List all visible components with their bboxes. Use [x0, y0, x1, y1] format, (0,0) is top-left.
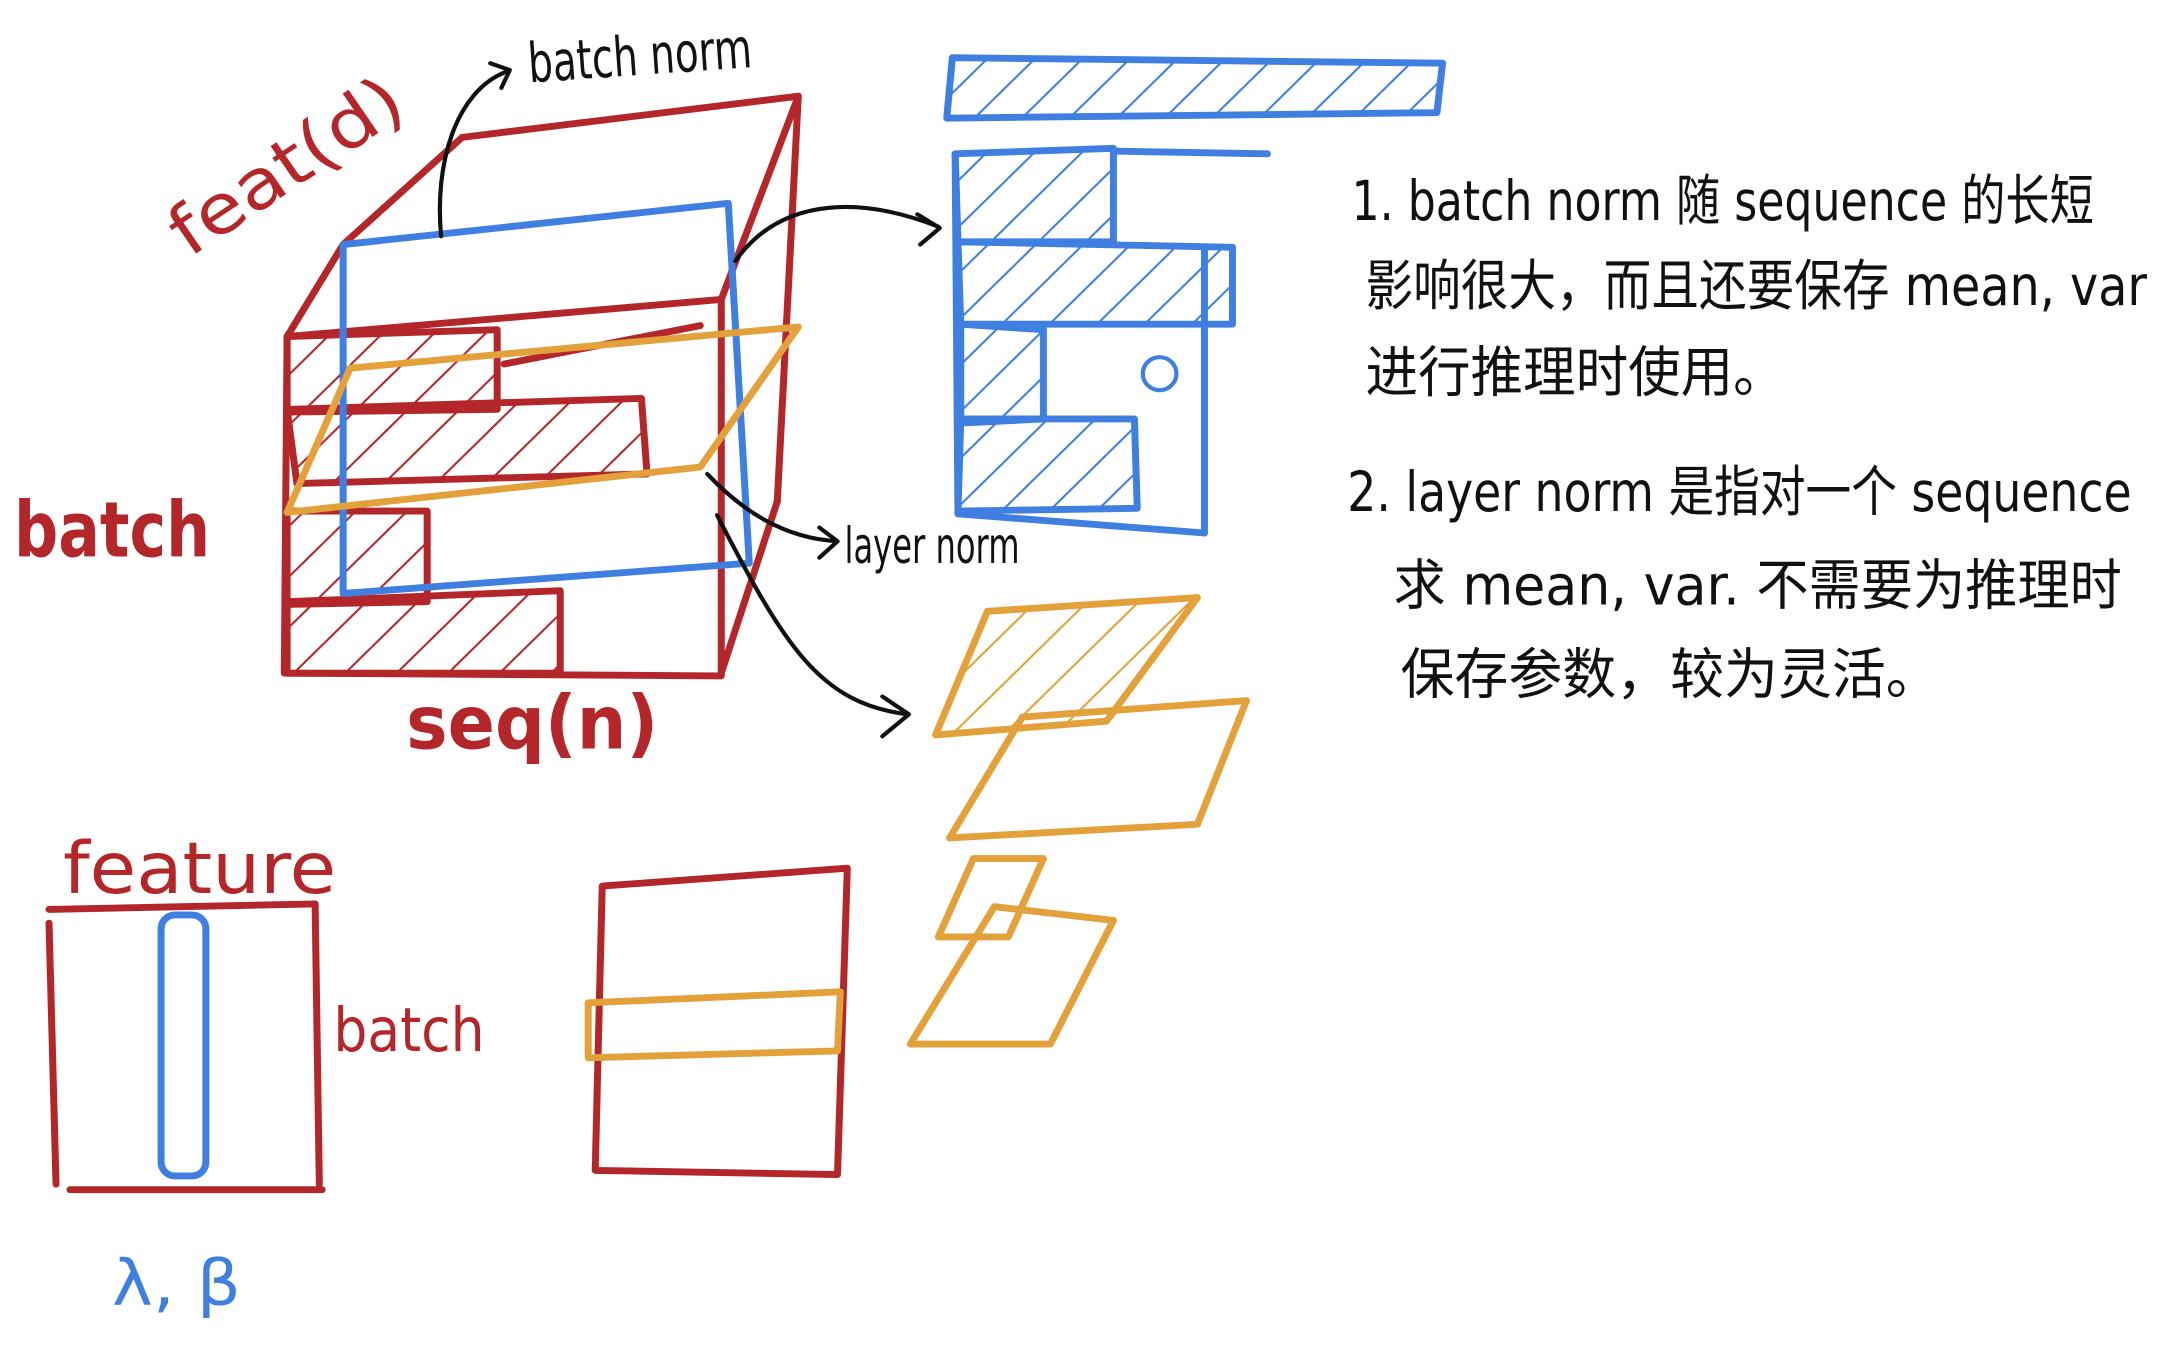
batch-axis-label: batch: [14, 486, 210, 575]
to-layer-norm-view-arrowhead-icon: [880, 694, 912, 739]
layer-norm-row: [584, 988, 844, 1062]
batch-norm-outline-left: [951, 150, 962, 518]
batch-norm-outline-top: [1109, 147, 1271, 158]
cube-bottom-right-edge: [717, 497, 781, 677]
seq-axis-label: seq(n): [406, 679, 658, 766]
layer-norm-slice-1: [932, 594, 1201, 739]
note-line-4: 2. layer norm 是指对一个 sequence: [1347, 462, 2131, 525]
batch-norm-view: [943, 54, 1447, 537]
cube-back-right-edge: [773, 92, 802, 505]
layer-norm-slice: [283, 323, 802, 516]
batch-norm-label: batch norm: [526, 18, 754, 97]
cube-top-back-edge: [339, 92, 802, 248]
layer-norm-slice-4: [906, 903, 1117, 1048]
batch-norm-arrow: [437, 69, 510, 239]
batch-norm-top-bar: [943, 54, 1447, 122]
layer-norm-label: layer norm: [845, 518, 1020, 575]
matrix-left-edge: [45, 919, 60, 1188]
to-batch-norm-view-arrowhead-icon: [915, 212, 942, 247]
note-line-3: 进行推理时使用。: [1366, 342, 1786, 405]
batch-norm-row-2: [954, 238, 1236, 328]
sequence-row-4: [283, 587, 564, 677]
batch-norm-arrowhead-icon: [488, 61, 512, 90]
batch-norm-outline-bottom: [954, 510, 1208, 537]
batch-norm-row-1: [951, 144, 1117, 246]
to-layer-norm-view-arrow: [714, 513, 910, 717]
layer-norm-arrowhead-icon: [817, 525, 840, 560]
layer-norm-slice-2: [946, 697, 1250, 842]
cube-top-left-edge: [283, 241, 347, 340]
feature-axis-label: feature: [63, 828, 336, 911]
layer-norm-slice-3: [934, 855, 1047, 941]
matrix-right-edge: [311, 900, 323, 1188]
note-line-6: 保存参数，较为灵活。: [1401, 644, 1940, 707]
tensor-cube: [280, 92, 802, 680]
batch-norm-row-3: [957, 320, 1047, 427]
notes: 1. batch norm 随 sequence 的长短 影响很大，而且还要保存…: [1347, 170, 2147, 707]
batch-norm-circle-mark: [1140, 355, 1179, 393]
note-line-2: 影响很大，而且还要保存 mean, var: [1366, 255, 2148, 318]
batch-norm-row-4: [954, 415, 1141, 515]
note-line-5: 求 mean, var. 不需要为推理时: [1394, 555, 2122, 618]
layer-matrix-outline: [591, 864, 851, 1178]
batch-norm-slice: [339, 199, 753, 597]
layer-norm-view: [906, 594, 1250, 1048]
batch-norm-column: [157, 911, 210, 1180]
sequence-row-1: [283, 326, 501, 416]
to-batch-norm-view-arrow: [733, 204, 941, 264]
layer-matrix: [584, 864, 851, 1178]
note-line-1: 1. batch norm 随 sequence 的长短: [1351, 170, 2093, 233]
layer-norm-arrow: [705, 471, 840, 544]
params-label: λ, β: [112, 1248, 241, 1321]
matrix-batch-label: batch: [333, 995, 484, 1065]
matrix-top-edge: [45, 900, 319, 913]
feature-matrix: feature batch λ, β: [45, 828, 485, 1321]
